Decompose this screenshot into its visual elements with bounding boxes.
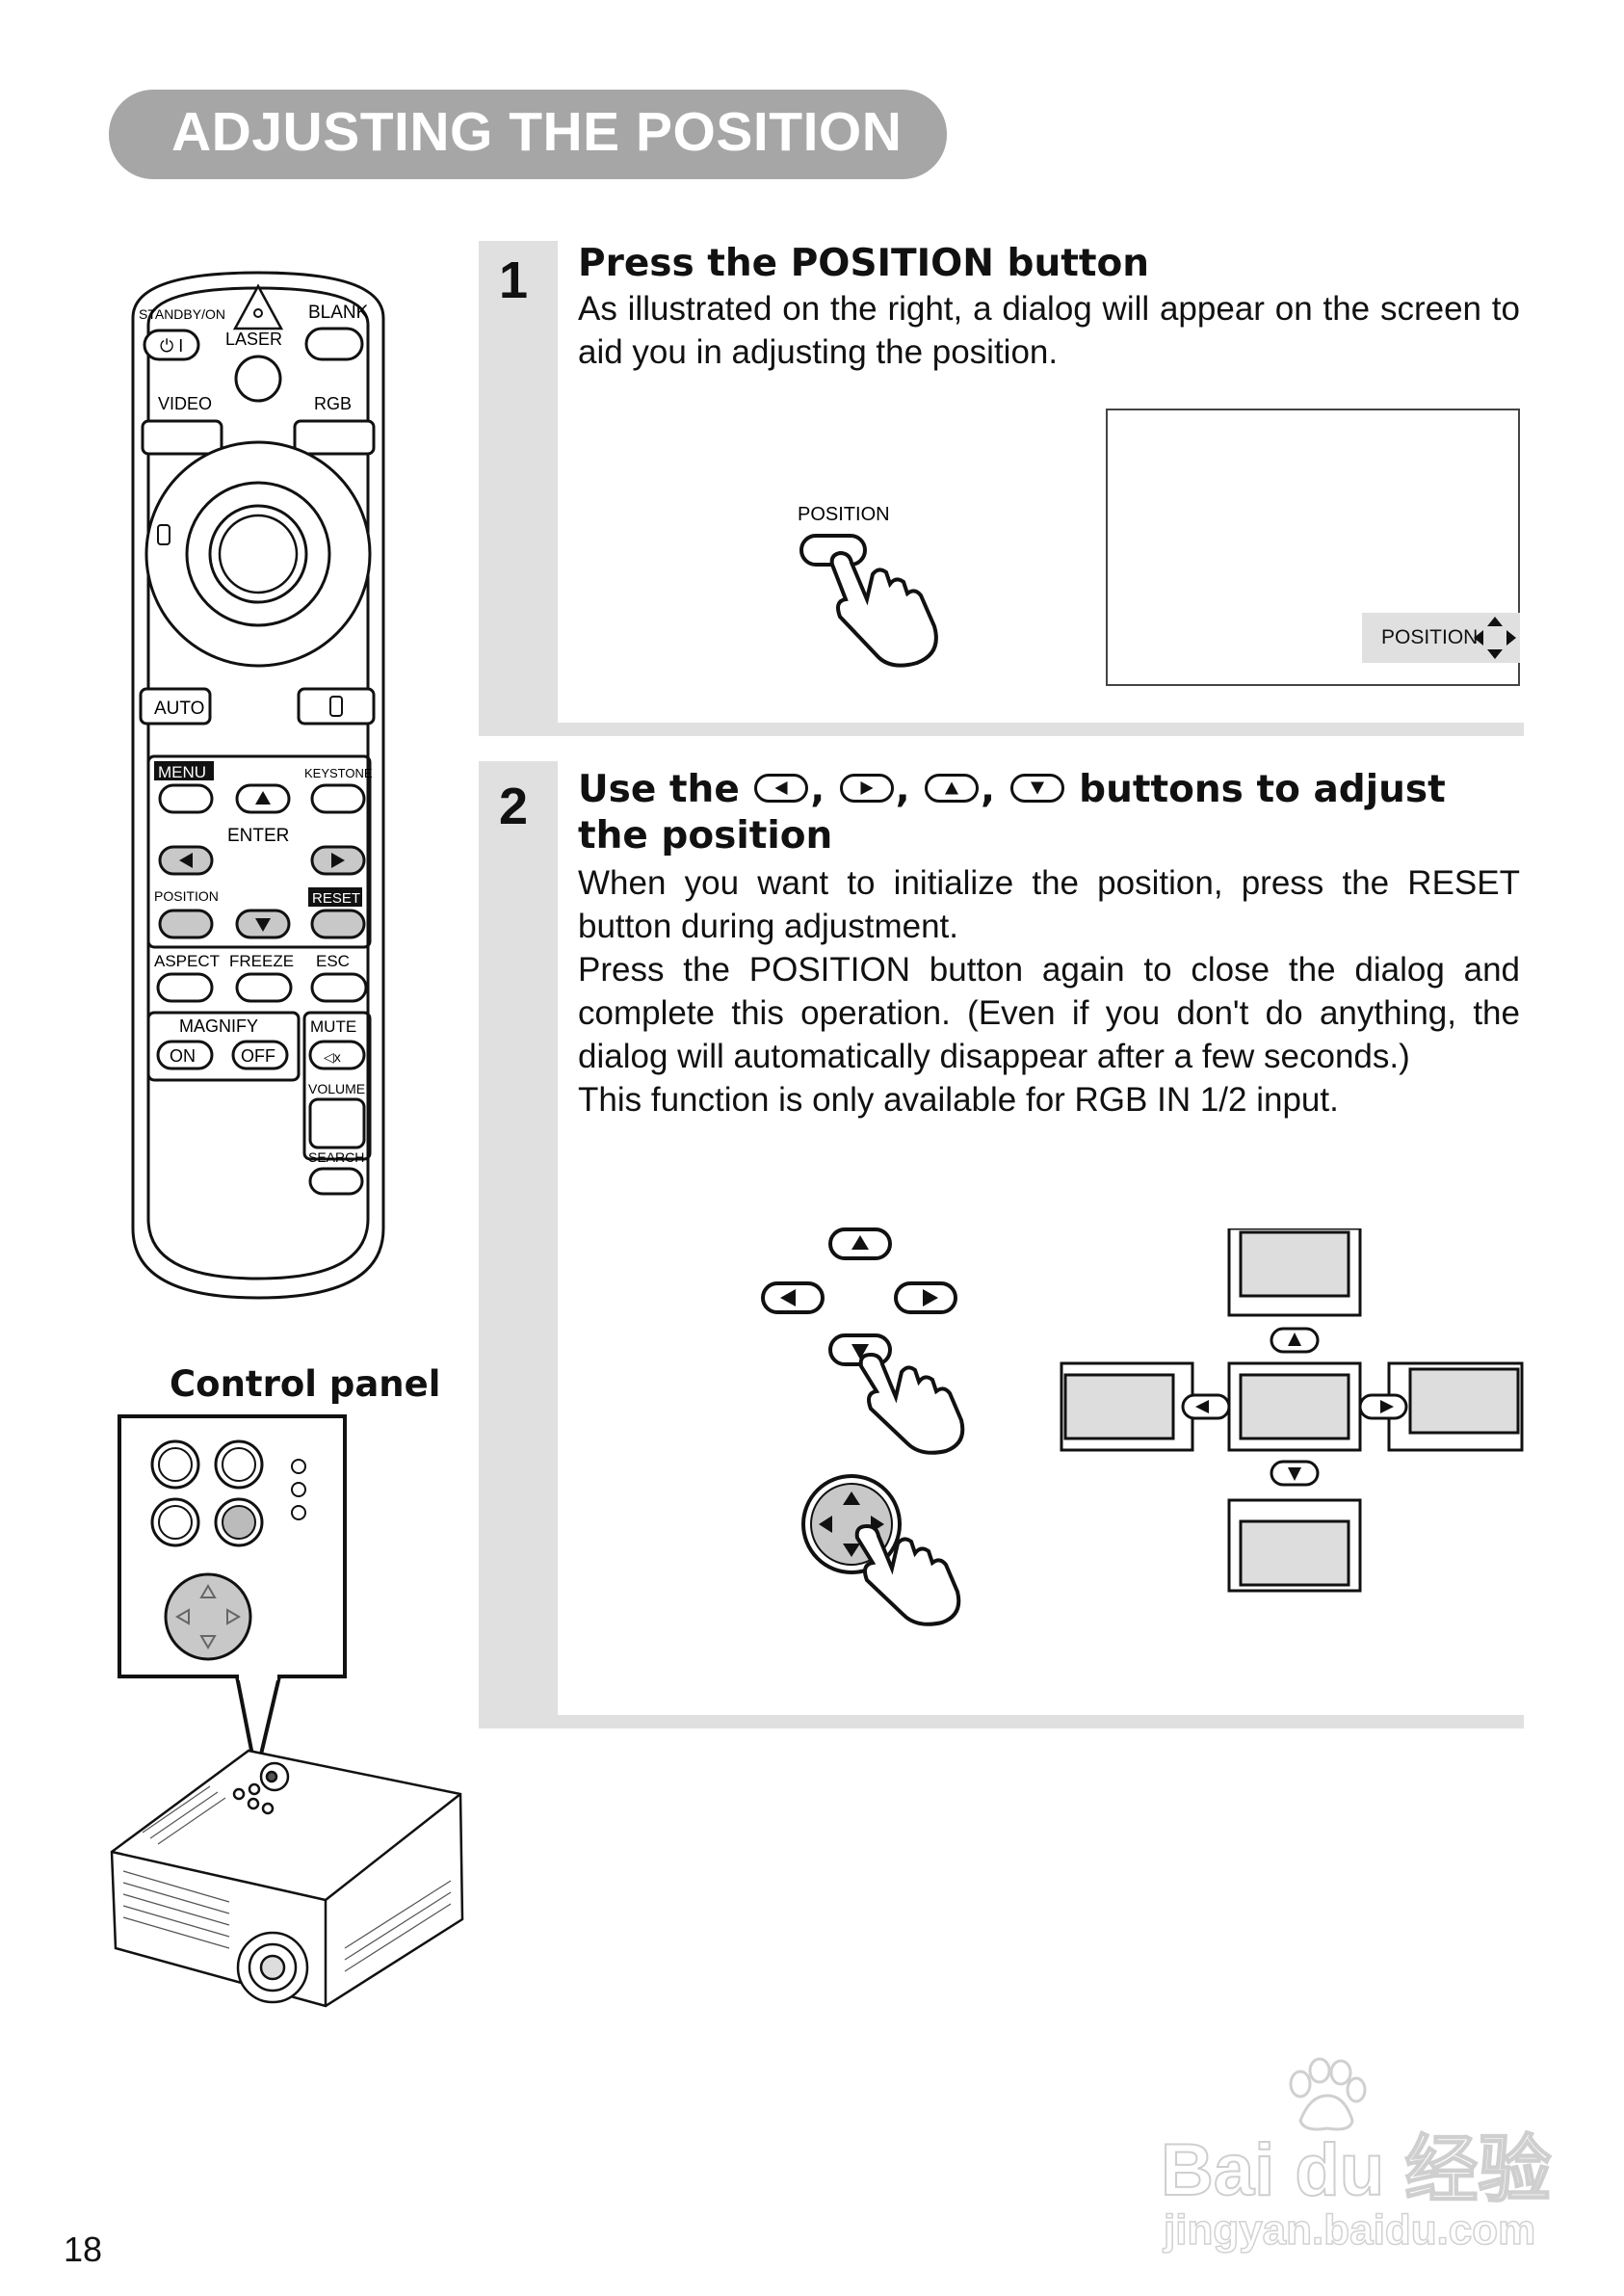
standby-button[interactable] (143, 329, 200, 361)
step2-paragraph-1: When you want to initialize the position… (578, 864, 1520, 945)
pointing-hand-icon (858, 1352, 965, 1455)
auto-button[interactable] (139, 687, 212, 726)
remote-mute-label: MUTE (310, 1017, 356, 1036)
remote-freeze-label: FREEZE (229, 952, 294, 970)
mute-button[interactable] (308, 1040, 366, 1070)
page-title: ADJUSTING THE POSITION (171, 101, 903, 163)
screen-up-shift (1227, 1228, 1362, 1317)
control-panel-illustration (110, 1414, 464, 2008)
blank-button[interactable] (304, 327, 364, 361)
remote-position-label: POSITION (154, 888, 219, 904)
step2-body: When you want to initialize the position… (578, 861, 1520, 1122)
remote-volume-label: VOLUME (308, 1081, 365, 1096)
control-panel-label: Control panel (170, 1363, 441, 1405)
reset-button[interactable] (310, 909, 366, 939)
up-button-icon (925, 773, 980, 803)
step2-number: 2 (499, 778, 529, 835)
remote-control-illustration: STANDBY/ON ⏻ I LASER BLANK VIDEO RGB AUT… (131, 271, 385, 1300)
remote-magnify-label: MAGNIFY (179, 1016, 258, 1036)
remote-on-label: ON (170, 1046, 196, 1066)
projector-illustration (110, 1749, 464, 2008)
step2-heading-line2: the position (578, 814, 833, 858)
dialog-position-label: POSITION (1381, 626, 1479, 648)
position-dialog: POSITION (1362, 613, 1520, 663)
step2-paragraph-2: Press the POSITION button again to close… (578, 951, 1520, 1075)
remote-enter-label: ENTER (227, 826, 289, 846)
right-button-icon (839, 773, 894, 803)
remote-laser-label: LASER (225, 330, 282, 349)
laser-button[interactable] (234, 355, 282, 403)
laser-warning-icon (232, 283, 284, 330)
remote-keystone-label: KEYSTONE (304, 766, 373, 780)
keystone-button[interactable] (310, 783, 366, 814)
screen-center (1227, 1361, 1362, 1452)
video-button[interactable] (141, 419, 223, 456)
remote-off-label: OFF (241, 1046, 275, 1066)
left-button-icon (754, 773, 809, 803)
mouse-icon (157, 524, 170, 545)
step2-heading: Use the , , , buttons to adjust (578, 768, 1446, 811)
magnify-off-button[interactable] (231, 1040, 289, 1070)
screen-dialog-preview: POSITION (1106, 409, 1520, 686)
watermark-brand: Bai du 经验 (1160, 2128, 1552, 2212)
menu-button[interactable] (158, 783, 214, 814)
remote-standby-label: STANDBY/ON (139, 306, 225, 322)
screen-left-shift (1060, 1361, 1194, 1452)
remote-video-label: VIDEO (158, 394, 212, 413)
disk-pad-illustration (801, 1474, 961, 1626)
pointing-hand-icon (829, 550, 938, 668)
step1-number: 1 (499, 251, 529, 309)
page-number: 18 (64, 2230, 103, 2269)
aspect-button[interactable] (156, 972, 214, 1003)
remote-blank-label: BLANK (308, 303, 369, 323)
remote-esc-label: ESC (316, 952, 350, 970)
speaker-mute-icon: ◁x (324, 1049, 341, 1065)
power-icon: ⏻ I (160, 336, 183, 356)
volume-button[interactable] (308, 1097, 366, 1149)
four-way-arrow-icon (1474, 617, 1516, 659)
rgb-button[interactable] (293, 419, 376, 456)
remote-auto-label: AUTO (154, 699, 204, 719)
freeze-button[interactable] (235, 972, 293, 1003)
remote-search-label: SEARCH (308, 1149, 364, 1165)
remote-reset-label: RESET (312, 890, 360, 907)
step1-press-position-illustration: POSITION (798, 504, 938, 668)
step1-button-label: POSITION (798, 504, 890, 525)
esc-button[interactable] (310, 972, 368, 1003)
title-bar (109, 90, 947, 179)
position-button[interactable] (158, 909, 214, 939)
remote-menu-label: MENU (158, 763, 206, 781)
pointing-hand-icon (854, 1523, 961, 1626)
step2-paragraph-3: This function is only available for RGB … (578, 1081, 1339, 1119)
screen-down-shift (1227, 1498, 1362, 1593)
step1-body: As illustrated on the right, a dialog wi… (578, 290, 1520, 371)
cursor-pad (164, 1572, 252, 1661)
remote-rgb-label: RGB (314, 394, 352, 413)
down-button-icon (1009, 773, 1064, 803)
step1-heading: Press the POSITION button (578, 242, 1150, 285)
remote-aspect-label: ASPECT (154, 952, 220, 970)
watermark-url: jingyan.baidu.com (1163, 2205, 1536, 2255)
search-button[interactable] (308, 1167, 364, 1196)
arrow-buttons-illustration (761, 1227, 965, 1455)
mouse-button[interactable] (297, 687, 376, 726)
position-shift-diagram (1060, 1228, 1524, 1593)
screen-right-shift (1387, 1361, 1524, 1452)
magnify-on-button[interactable] (156, 1040, 214, 1070)
paw-logo-icon (1289, 2057, 1367, 2131)
